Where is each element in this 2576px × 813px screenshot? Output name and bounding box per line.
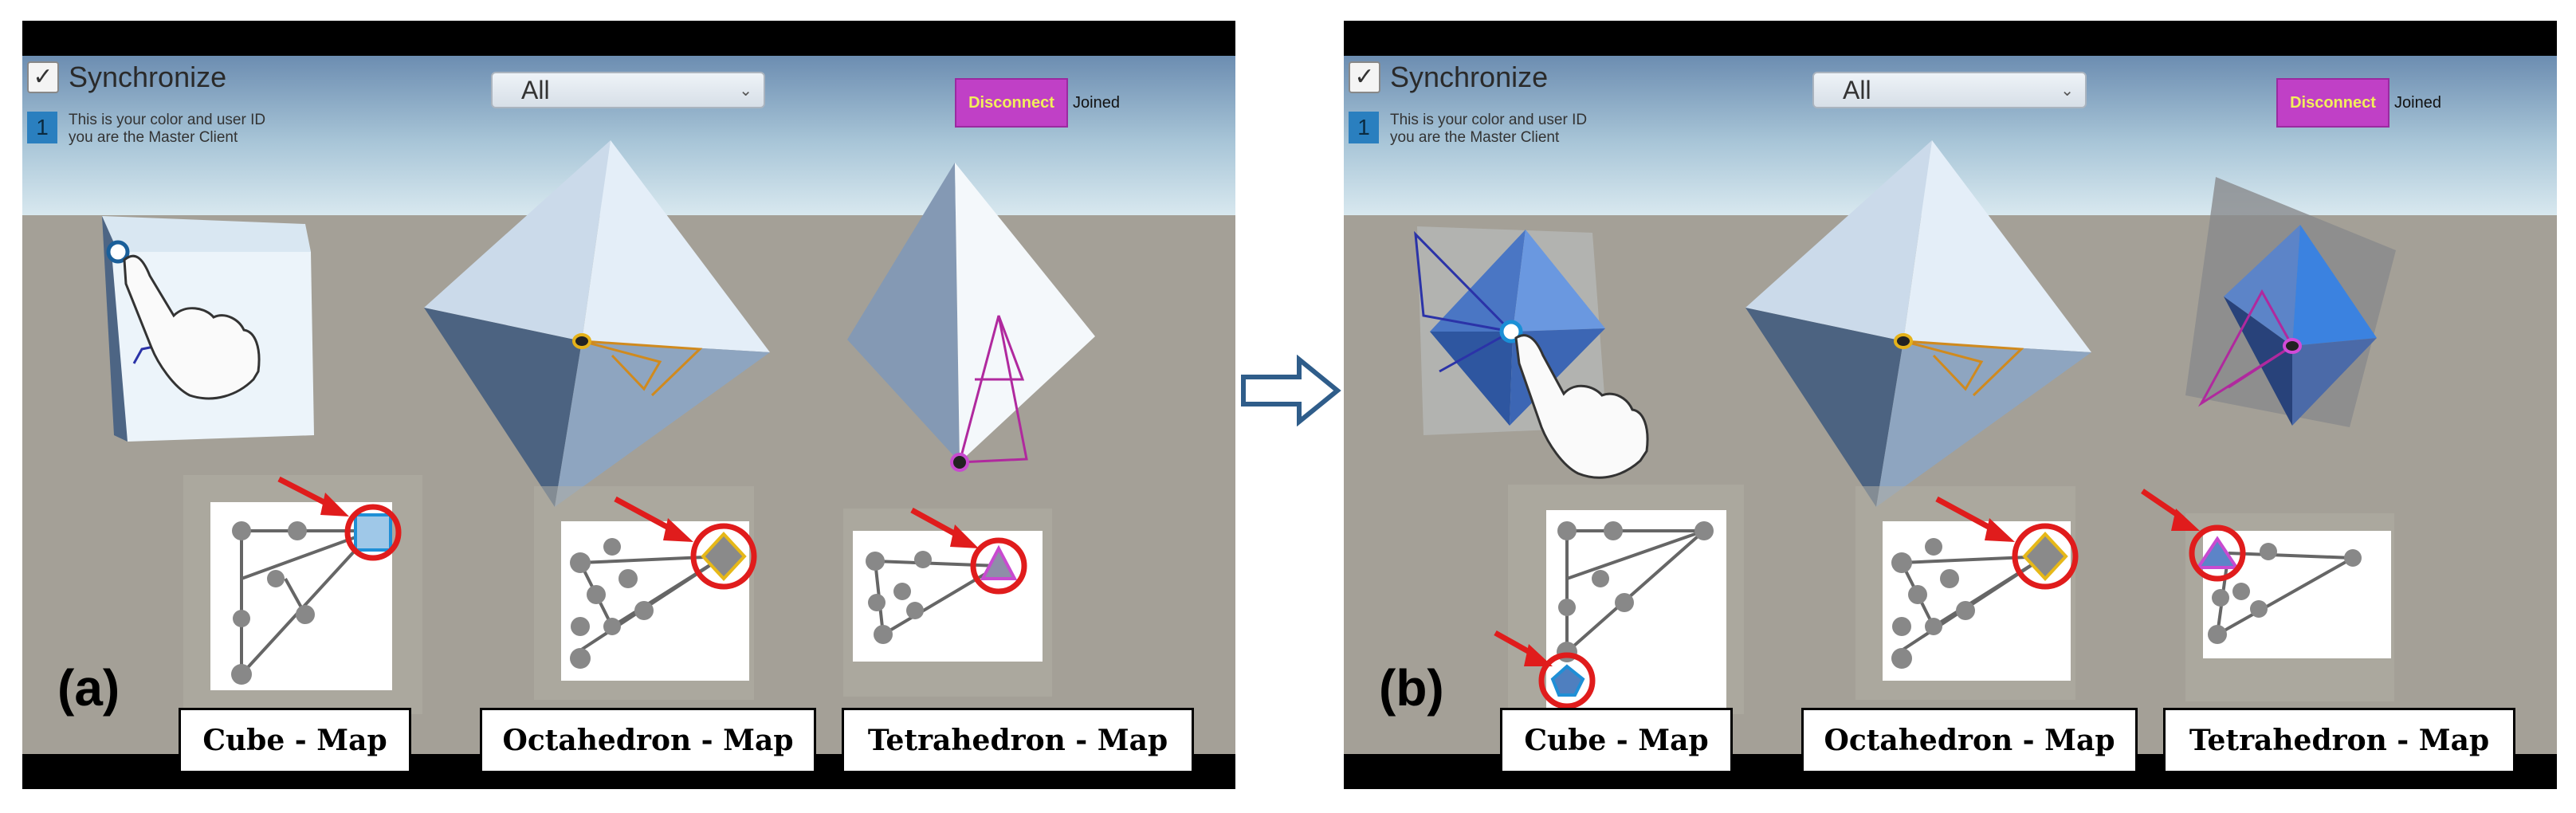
- check-icon[interactable]: ✓: [27, 61, 59, 93]
- cube-map-card[interactable]: [183, 475, 422, 714]
- filter-value: All: [1843, 75, 1871, 104]
- panel-b: ✓ Synchronize 1 This is your color and u…: [1344, 21, 2557, 789]
- user-info: 1 This is your color and user ID you are…: [1349, 112, 1587, 147]
- user-info-text: This is your color and user ID you are t…: [69, 112, 265, 147]
- user-info: 1 This is your color and user ID you are…: [27, 112, 265, 147]
- caption-cube-map: Cube - Map: [1500, 708, 1733, 773]
- filter-value: All: [521, 75, 550, 104]
- panel-label: (a): [57, 659, 120, 717]
- chevron-down-icon[interactable]: ⌄: [2060, 81, 2074, 100]
- hand-pointer-icon: [123, 254, 261, 400]
- tetrahedron-map-card[interactable]: [843, 507, 1052, 697]
- info-line-1: This is your color and user ID: [69, 112, 266, 128]
- filter-dropdown[interactable]: All ⌄: [1812, 72, 2087, 108]
- octahedron-object[interactable]: [424, 140, 770, 507]
- caption-cube-map: Cube - Map: [179, 708, 411, 773]
- user-info-text: This is your color and user ID you are t…: [1390, 112, 1587, 147]
- chevron-down-icon[interactable]: ⌄: [739, 81, 752, 100]
- hand-pointer-icon: [1514, 334, 1649, 479]
- panel-a: ✓ Synchronize 1 This is your color and u…: [22, 21, 1235, 789]
- octahedron-map-card[interactable]: [1855, 486, 2079, 700]
- disconnect-button[interactable]: Disconnect: [2276, 78, 2389, 128]
- synchronize-label: Synchronize: [69, 61, 227, 93]
- info-line-2: you are the Master Client: [69, 129, 238, 146]
- user-id-badge: 1: [27, 112, 57, 143]
- disconnect-button[interactable]: Disconnect: [955, 78, 1068, 128]
- filter-dropdown[interactable]: All ⌄: [491, 72, 765, 108]
- caption-tetrahedron-map: Tetrahedron - Map: [842, 708, 1194, 773]
- tetrahedron-object[interactable]: [2185, 177, 2396, 427]
- right-arrow-icon: [1240, 354, 1342, 427]
- panel-label: (b): [1379, 659, 1444, 717]
- octahedron-object[interactable]: [1745, 140, 2091, 507]
- octahedron-map-card[interactable]: [534, 486, 757, 700]
- connection-status: Joined: [1073, 94, 1120, 112]
- caption-octahedron-map: Octahedron - Map: [480, 708, 816, 773]
- connection-status: Joined: [2394, 94, 2441, 112]
- cube-map-card[interactable]: [1494, 485, 1744, 714]
- synchronize-label: Synchronize: [1390, 61, 1549, 93]
- scene-b: [1344, 21, 2557, 789]
- tetrahedron-object[interactable]: [847, 163, 1095, 472]
- user-id-badge: 1: [1349, 112, 1379, 143]
- tetrahedron-map-card[interactable]: [2141, 489, 2394, 701]
- check-icon[interactable]: ✓: [1349, 61, 1380, 93]
- synchronize-toggle[interactable]: ✓ Synchronize: [27, 61, 226, 94]
- caption-octahedron-map: Octahedron - Map: [1801, 708, 2138, 773]
- caption-tetrahedron-map: Tetrahedron - Map: [2163, 708, 2515, 773]
- info-line-2: you are the Master Client: [1390, 129, 1560, 146]
- synchronize-toggle[interactable]: ✓ Synchronize: [1349, 61, 1548, 94]
- info-line-1: This is your color and user ID: [1390, 112, 1588, 128]
